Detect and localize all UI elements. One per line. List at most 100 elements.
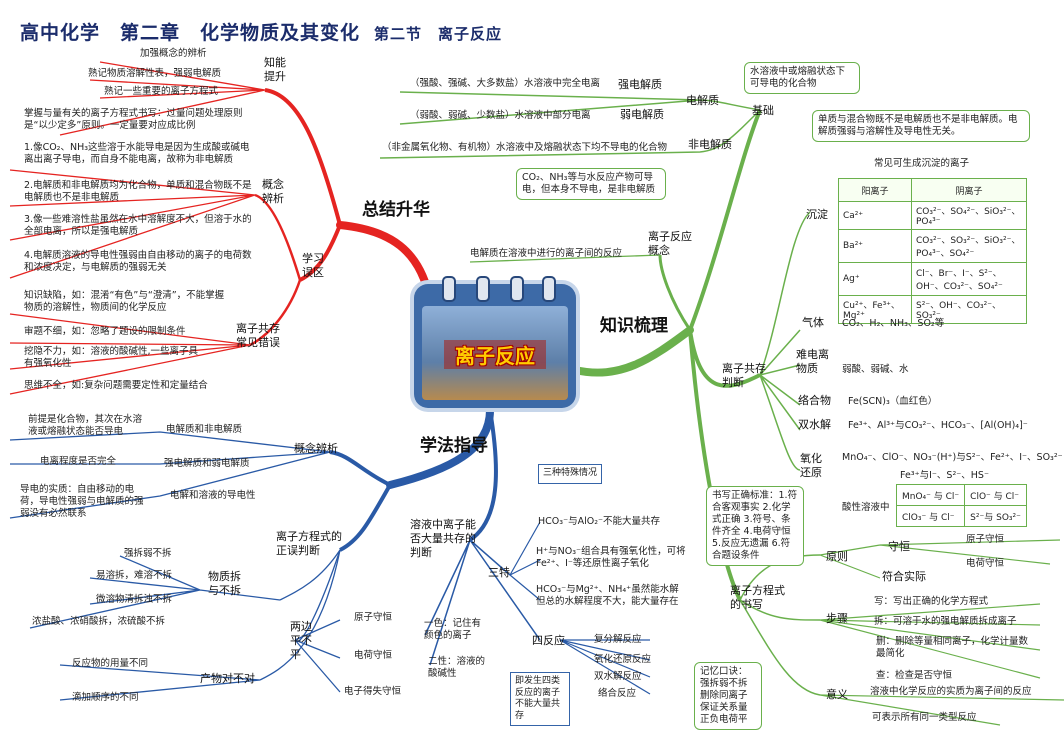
table-cell: ClO⁻ 与 Cl⁻ [964,484,1027,506]
table-header: 阴离子 [911,178,1027,202]
lbp-item: 原子守恒 [354,612,393,623]
table-title: 常见可生成沉淀的离子 [874,158,970,169]
node-xxwq: 学习误区 [302,252,324,279]
gnbx-blue-note: 导电的实质：自由移动的电荷，导电性强弱与电解质的强弱没有必然联系 [20,484,144,519]
node-lzgc: 离子共存常见错误 [236,322,280,349]
acid-table: MnO₄⁻ 与 Cl⁻ClO⁻ 与 Cl⁻ ClO₃⁻ 与 Cl⁻S²⁻与 SO… [895,484,1027,527]
branch-zssl: 知识梳理 [600,316,668,336]
gnbx-red-item: 2.电解质和非电解质均为化合物，单质和混合物既不是电解质也不是非电解质 [24,180,252,203]
yy-item: 可表示所有同一类型反应 [872,712,977,723]
node-fhsj: 符合实际 [882,570,926,583]
fdj-desc: （非金属氧化物、有机物）水溶液中及熔融状态下均不导电的化合物 [382,142,668,153]
sifanying-item: 复分解反应 [594,634,642,645]
lzgc-item: 知识缺陷，如：混淆“有色”与“澄清”，不能掌握物质的溶解性，物质间的化学反应 [24,290,225,313]
node-gnbx-red: 概念辨析 [262,178,284,205]
rdj-desc: （弱酸、弱碱、少数盐）水溶液中部分电离 [410,110,591,121]
node-fdj: 非电解质 [688,138,732,151]
cwdbd-item: 滴加顺序的不同 [72,692,139,703]
yzsh: 原子守恒 [966,534,1005,545]
precipitate-table: 阳离子阴离子 Ca²⁺CO₃²⁻、SO₄²⁻、SiO₃²⁻、PO₄³⁻ Ba²⁺… [838,178,1027,324]
node-cwdbd: 产物对不对 [200,672,255,685]
table-cell: Cu²⁺、Fe³⁺、Mg²⁺ [838,295,912,324]
sante-box: 三种特殊情况 [538,464,603,484]
center-node: 离子反应 [414,276,576,408]
node-lzfcs: 离子方程式的书写 [730,584,785,611]
yy-item: 溶液中化学反应的实质为离子间的反应 [870,686,1032,697]
node-sifanying: 四反应 [532,634,565,647]
qdj-desc: （强酸、强碱、大多数盐）水溶液中完全电离 [410,78,601,89]
table-cell: CO₃²⁻、SO₃²⁻、SiO₃²⁻、PO₄³⁻、SO₄²⁻ [911,229,1027,263]
yise-node: 一色：记住有颜色的离子 [424,618,482,641]
table-cell: MnO₄⁻ 与 Cl⁻ [895,484,966,506]
note-box: 水溶液中或熔融状态下可导电的化合物 [744,62,860,94]
wzcf-item: 强拆弱不拆 [124,548,172,559]
yhhy-line: Fe³⁺与I⁻、S²⁻、HS⁻ [900,470,989,481]
dhsh: 电荷守恒 [966,558,1005,569]
ring-icon [542,276,556,302]
node-rdj: 弱电解质 [620,108,664,121]
title-sub: 第二节 离子反应 [374,25,503,43]
lzgc-item: 挖隐不力，如：溶液的酸碱性,一些离子具有强氧化性 [24,346,199,369]
branch-zjsh: 总结升华 [362,200,430,220]
table-cell: S²⁻、OH⁻、CO₃²⁻、SO₃²⁻ [911,295,1027,324]
qt-desc: CO₂、H₂、NH₃、SO₂等 [842,318,945,329]
sifanying-item: 络合反应 [598,688,637,699]
gnbx-blue-note: 电离程度是否完全 [40,456,117,467]
yhhy-line: MnO₄⁻、ClO⁻、NO₃⁻(H⁺)与S²⁻、Fe²⁺、I⁻、SO₃²⁻ [842,452,1063,463]
node-gnbx-blue: 概念辨析 [294,442,338,455]
wzcf-item: 微溶物清拆浊不拆 [96,594,173,605]
node-sante: 三特 [488,566,510,579]
node-wzcf: 物质拆与不拆 [208,570,241,597]
bz-item: 写：写出正确的化学方程式 [874,596,989,607]
node-hgw: 络合物 [798,394,831,407]
sifanying-item: 氧化还原反应 [594,654,652,665]
cwdbd-item: 反应物的用量不同 [72,658,149,669]
lzfygn-desc: 电解质在溶液中进行的离子间的反应 [470,248,623,259]
gnbx-red-item: 1.像CO₂、NH₃这些溶于水能导电是因为生成酸或碱电离出离子导电，而自身不能电… [24,142,250,165]
standard-box: 书写正确标准：1.符合客观事实 2.化学式正确 3.符号、条件齐全 4.电荷守恒… [706,486,804,566]
bz-item: 拆：可溶于水的强电解质拆成离子 [874,616,1017,627]
node-qdj: 强电解质 [618,78,662,91]
table-cell: Ca²⁺ [838,201,912,230]
node-lzgcpd: 离子共存判断 [722,362,766,389]
node-jc: 基础 [752,104,774,117]
table-cell: S²⁻与 SO₃²⁻ [964,505,1027,527]
node-qt: 气体 [802,316,824,329]
node-lzfygn: 离子反应概念 [648,230,692,257]
note-box: 单质与混合物既不是电解质也不是非电解质。电解质强弱与溶解性及导电性无关。 [812,110,1030,142]
page-title: 高中化学 第二章 化学物质及其变化第二节 离子反应 [20,18,502,45]
table-cell: Ag⁺ [838,262,912,296]
node-yhhy: 氧化还原 [800,452,822,479]
node-lzzw: 离子方程式的正误判断 [276,530,342,557]
nltg-item: 加强概念的辨析 [140,48,207,59]
ring-icon [442,276,456,302]
acid-label: 酸性溶液中 [842,502,890,513]
node-yz: 原则 [826,550,848,563]
ndlwz-desc: 弱酸、弱碱、水 [842,364,909,375]
node-ndlwz: 难电离物质 [796,348,829,375]
lzgc-item: 思维不全，如:复杂问题需要定性和定量结合 [24,380,208,391]
node-ssj: 双水解 [798,418,831,431]
ring-icon [476,276,490,302]
note-box: CO₂、NH₃等与水反应产物可导电，但本身不导电，是非电解质 [516,168,666,200]
nltg-item: 熟记物质溶解性表，强弱电解质 [88,68,222,79]
gnbx-blue-item: 强电解质和弱电解质 [164,458,250,469]
node-dj: 电解质 [686,94,719,107]
node-cd: 沉淀 [806,208,828,221]
node-nltg: 知能提升 [264,56,286,83]
gnbx-red-item: 4.电解质溶液的导电性强弱由自由移动的离子的电荷数和浓度决定，与电解质的强弱无关 [24,250,252,273]
node-sh: 守恒 [888,540,910,553]
lbp-item: 电荷守恒 [354,650,393,661]
lzgc-item: 审题不细，如：忽略了题设的限制条件 [24,326,186,337]
gnbx-red-item: 3.像一些难溶性盐虽然在水中溶解度不大，但溶于水的全部电离，所以是强电解质 [24,214,252,237]
center-label: 离子反应 [444,340,546,369]
nltg-item: 熟记一些重要的离子方程式 [104,86,219,97]
ring-icon [510,276,524,302]
wzcf-item: 浓盐酸、浓硝酸拆，浓硫酸不拆 [32,616,166,627]
erxing-node: 二性：溶液的酸碱性 [428,656,486,679]
table-cell: Cl⁻、Br⁻、I⁻、S²⁻、OH⁻、CO₃²⁻、SO₄²⁻ [911,262,1027,296]
bz-item: 查：检查是否守恒 [876,670,953,681]
table-cell: ClO₃⁻ 与 Cl⁻ [895,505,966,527]
table-cell: Ba²⁺ [838,229,912,263]
